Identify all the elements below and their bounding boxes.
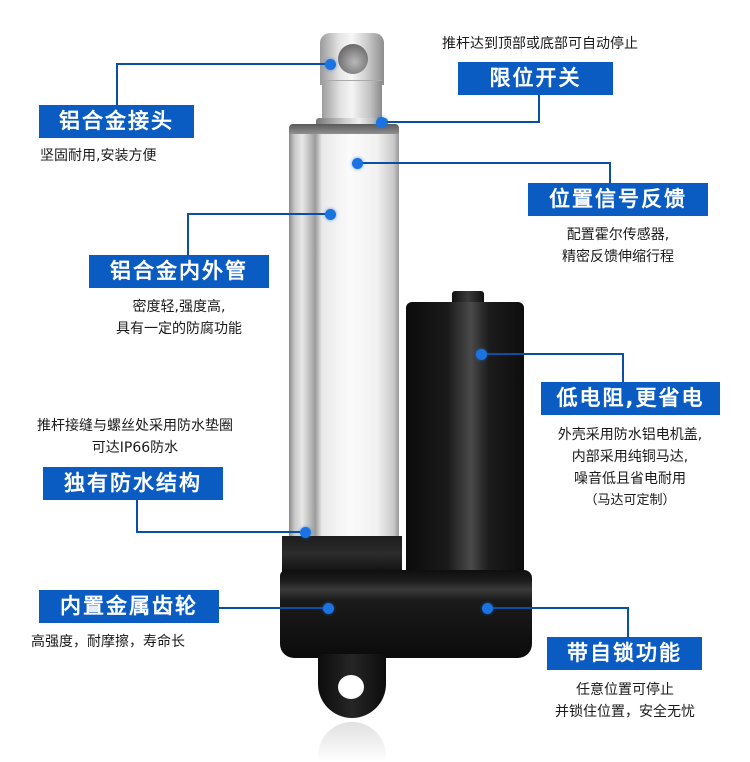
- anchor-dot-icon: [482, 603, 493, 614]
- description-line: 密度轻,强度高,: [132, 299, 226, 315]
- anchor-dot-icon: [325, 59, 336, 70]
- anchor-dot-icon: [325, 209, 336, 220]
- leader-line: [219, 607, 328, 609]
- leader-line: [136, 500, 138, 533]
- rear-mount-hole: [338, 675, 364, 699]
- feature-description: 密度轻,强度高, 具有一定的防腐功能: [79, 296, 279, 340]
- leader-line: [187, 213, 189, 255]
- description-line: 并锁住位置，安全无忧: [555, 704, 695, 720]
- rod-end-hole: [338, 44, 368, 74]
- description-line: 精密反馈伸缩行程: [562, 249, 674, 265]
- leader-line: [609, 162, 611, 183]
- leader-line: [538, 95, 540, 123]
- leader-line: [187, 213, 330, 215]
- leader-line: [381, 121, 540, 123]
- anchor-dot-icon: [476, 349, 487, 360]
- gearbox-housing: [280, 570, 532, 658]
- anchor-dot-icon: [352, 158, 363, 169]
- description-line: 配置霍尔传感器,: [566, 227, 670, 243]
- floor-reflection: [318, 722, 386, 762]
- feature-label: 限位开关: [458, 62, 613, 95]
- inner-rod: [322, 80, 382, 121]
- leader-line: [481, 353, 624, 355]
- feature-label: 铝合金接头: [39, 105, 194, 138]
- motor-end-cap: [452, 291, 484, 303]
- leader-line: [116, 63, 118, 105]
- tube-seal-housing: [282, 536, 402, 572]
- feature-description: 外壳采用防水铝电机盖, 内部采用纯铜马达, 噪音低且省电耐用 （马达可定制）: [525, 424, 735, 512]
- description-line: 外壳采用防水铝电机盖,: [557, 427, 703, 443]
- feature-label: 内置金属齿轮: [39, 590, 219, 623]
- description-line: 推杆接缝与螺丝处采用防水垫圈: [37, 418, 233, 434]
- feature-description: 推杆接缝与螺丝处采用防水垫圈 可达IP66防水: [10, 415, 260, 459]
- feature-label: 低电阻,更省电: [541, 382, 720, 415]
- leader-line: [136, 531, 305, 533]
- feature-description: 坚固耐用,安装方便: [40, 145, 156, 167]
- description-line: 任意位置可停止: [576, 682, 674, 698]
- description-line: 推杆达到顶部或底部可自动停止: [442, 36, 638, 52]
- anchor-dot-icon: [300, 527, 311, 538]
- feature-label: 铝合金内外管: [89, 255, 269, 288]
- leader-line: [487, 607, 629, 609]
- leader-line: [627, 607, 629, 637]
- description-line: 高强度，耐摩擦，寿命长: [31, 634, 185, 650]
- motor-housing: [406, 302, 524, 584]
- description-line: 具有一定的防腐功能: [116, 321, 242, 337]
- feature-description: 配置霍尔传感器, 精密反馈伸缩行程: [518, 224, 718, 268]
- anchor-dot-icon: [323, 603, 334, 614]
- feature-description: 推杆达到顶部或底部可自动停止: [410, 33, 670, 55]
- feature-description: 高强度，耐摩擦，寿命长: [31, 631, 185, 653]
- feature-label: 独有防水结构: [43, 467, 223, 500]
- feature-label: 带自锁功能: [547, 637, 702, 670]
- leader-line: [357, 162, 611, 164]
- description-line: 内部采用纯铜马达,: [571, 449, 689, 465]
- description-line: 可达IP66防水: [91, 440, 179, 456]
- leader-line: [622, 353, 624, 382]
- leader-line: [116, 63, 330, 65]
- outer-tube-cap: [289, 124, 399, 136]
- description-line: （马达可定制）: [584, 493, 676, 508]
- outer-tube: [289, 134, 399, 536]
- feature-description: 任意位置可停止 并锁住位置，安全无忧: [530, 679, 720, 723]
- limit-switch-collar: [316, 118, 388, 126]
- description-line: 噪音低且省电耐用: [574, 471, 686, 487]
- feature-label: 位置信号反馈: [528, 183, 708, 216]
- description-line: 坚固耐用,安装方便: [40, 148, 157, 164]
- anchor-dot-icon: [376, 117, 387, 128]
